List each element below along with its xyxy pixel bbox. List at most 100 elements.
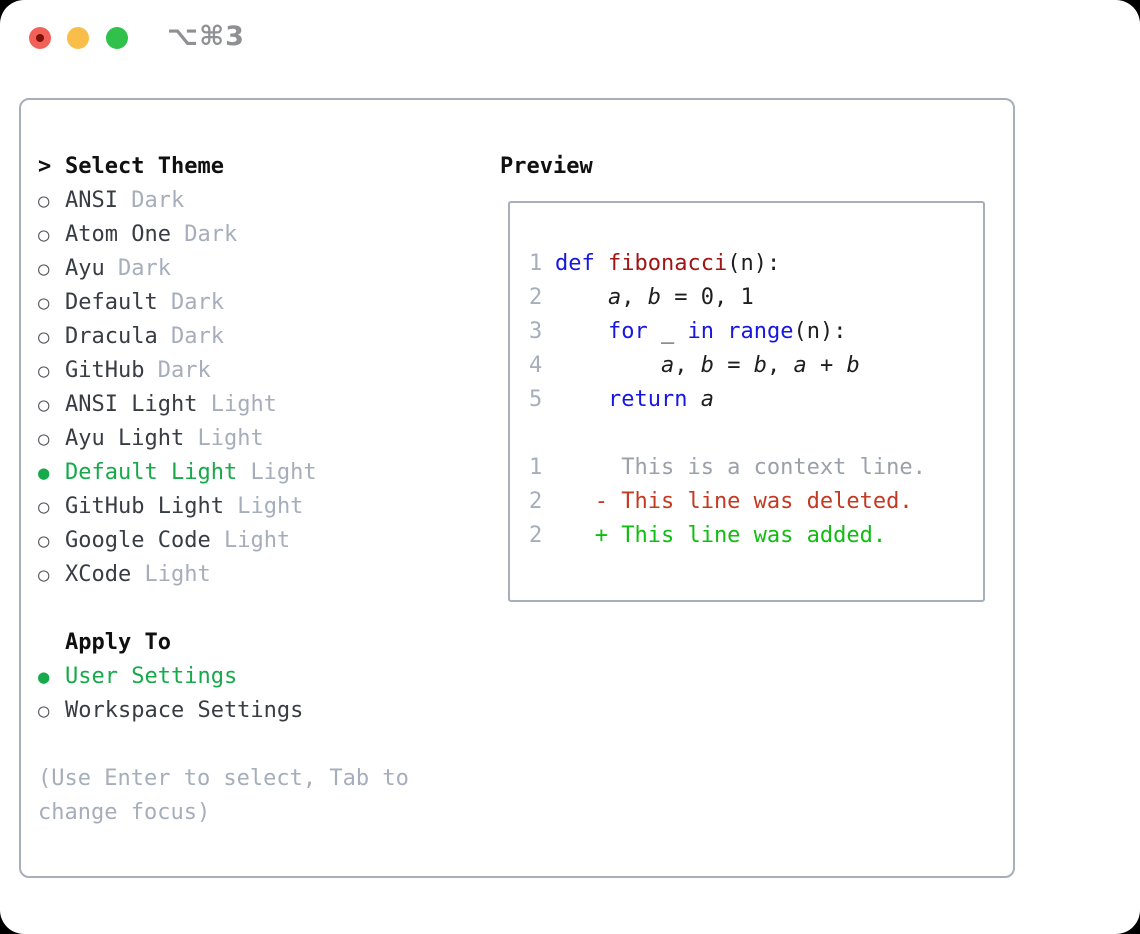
code-token: = 0, 1 [660,285,754,310]
code-token: , [674,353,701,378]
apply-to-list: ● User Settings ○ Workspace Settings [38,660,409,728]
theme-option-atom-one[interactable]: ○Atom One Dark [38,218,409,252]
line-number: 2 [529,489,543,514]
theme-name-label: Ayu [65,256,105,281]
code-token: in [687,319,714,344]
diff-line-added: 2 + This line was added. [529,519,983,553]
radio-unselected-icon: ○ [38,394,50,416]
code-token [555,285,608,310]
code-token: def [555,251,595,276]
radio-selected-icon: ● [38,462,50,484]
theme-name-label: Default [65,290,158,315]
radio-unselected-icon: ○ [38,700,50,722]
hint-text-line-2: change focus) [38,800,211,825]
theme-option-default[interactable]: ○Default Dark [38,286,409,320]
radio-unselected-icon: ○ [38,530,50,552]
code-token: b [700,353,714,378]
selection-cursor-icon: > [38,154,52,179]
code-token: = [713,353,754,378]
theme-name-label: Google Code [65,528,211,553]
code-token: a [607,285,622,310]
code-token: (n): [793,319,847,344]
code-token [714,319,727,344]
theme-variant-tag: Dark [157,358,211,383]
apply-to-header: Apply To [38,626,409,660]
theme-variant-tag: Dark [170,290,224,315]
theme-name-label: Atom One [65,222,171,247]
theme-name-label: ANSI [65,188,118,213]
theme-variant-tag: Dark [118,256,171,281]
apply-option-label: User Settings [65,664,238,689]
theme-variant-tag: Dark [170,324,224,349]
titlebar: ⌥⌘3 [0,0,1140,76]
apply-option-workspace-settings[interactable]: ○ Workspace Settings [38,694,409,728]
code-token: , [621,285,648,310]
select-theme-header: >Select Theme [38,150,409,184]
code-token: (n): [727,251,781,276]
code-token: range [727,319,794,344]
code-token: a [660,353,675,378]
theme-option-default-light[interactable]: ● Default Light Light [38,456,409,490]
theme-name-label: Dracula [65,324,158,349]
theme-option-ayu[interactable]: ○ Ayu Dark [38,252,409,286]
theme-variant-tag: Light [144,562,211,587]
code-line: 2 a, b = 0, 1 [529,281,983,315]
diff-text: This is a context line. [555,455,926,480]
code-token: , [766,353,794,378]
radio-unselected-icon: ○ [38,496,50,518]
code-line: 5 return a [529,383,983,417]
theme-option-github[interactable]: ○GitHub Dark [38,354,409,388]
apply-option-user-settings[interactable]: ● User Settings [38,660,409,694]
minimize-button[interactable] [67,27,89,49]
theme-option-dracula[interactable]: ○ Dracula Dark [38,320,409,354]
radio-unselected-icon: ○ [38,428,50,450]
theme-name-label: Default Light [65,460,238,485]
line-number: 2 [529,285,543,310]
theme-variant-tag: Light [237,494,304,519]
radio-unselected-icon: ○ [38,326,50,348]
diff-line-deleted: 2 - This line was deleted. [529,485,983,519]
diff-line-context: 1 This is a context line. [529,451,983,485]
theme-variant-tag: Dark [184,222,238,247]
theme-variant-tag: Light [210,392,277,417]
line-number: 1 [529,251,543,276]
line-number: 4 [529,353,543,378]
code-token: _ [647,319,688,344]
theme-option-google-code[interactable]: ○ Google Code Light [38,524,409,558]
code-token: b [753,353,767,378]
theme-variant-tag: Dark [131,188,185,213]
radio-unselected-icon: ○ [38,258,50,280]
code-token [687,387,700,412]
apply-option-label: Workspace Settings [65,698,304,723]
theme-name-label: ANSI Light [65,392,198,417]
spacer [38,592,409,626]
theme-variant-tag: Light [250,460,317,485]
line-number: 1 [529,455,543,480]
zoom-button[interactable] [106,27,128,49]
preview-header-label: Preview [500,154,593,179]
code-token: + [806,353,847,378]
theme-option-xcode[interactable]: ○XCode Light [38,558,409,592]
spacer [38,728,409,762]
code-token: return [607,387,688,412]
code-token: for [607,319,648,344]
code-line: 3 for _ in range(n): [529,315,983,349]
radio-unselected-icon: ○ [38,190,50,212]
radio-unselected-icon: ○ [38,564,50,586]
theme-option-ayu-light[interactable]: ○Ayu Light Light [38,422,409,456]
theme-variant-tag: Light [223,528,291,553]
theme-option-ansi-light[interactable]: ○ ANSI Light Light [38,388,409,422]
close-button[interactable] [29,27,51,49]
theme-option-github-light[interactable]: ○ GitHub Light Light [38,490,409,524]
theme-variant-tag: Light [197,426,264,451]
code-token [595,251,608,276]
theme-list: ○ANSI Dark○Atom One Dark○Ayu Dark○Defaul… [38,184,409,592]
theme-option-ansi[interactable]: ○ ANSI Dark [38,184,409,218]
code-line: 4 a, b = b, a + b [529,349,983,383]
theme-name-label: GitHub Light [65,494,224,519]
line-number: 5 [529,387,543,412]
radio-selected-icon: ● [38,666,50,688]
